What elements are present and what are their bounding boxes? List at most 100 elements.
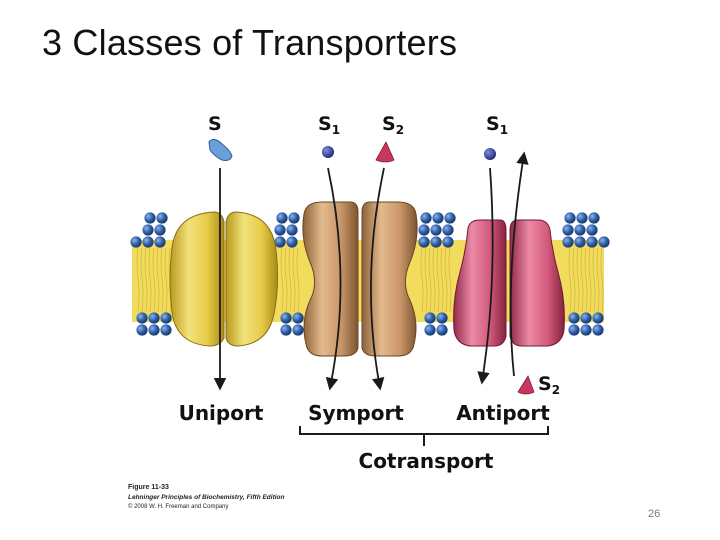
antiport-arrow-s2-out: [509, 151, 529, 377]
symport-protein: [302, 201, 418, 357]
lipid-head: [160, 312, 172, 324]
lipid-head: [274, 224, 286, 236]
lipid-head: [568, 312, 580, 324]
lipid-head: [292, 312, 304, 324]
lipid-head: [598, 236, 610, 248]
lipid-head: [288, 212, 300, 224]
lipid-head: [562, 224, 574, 236]
lipid-head: [580, 312, 592, 324]
lipid-tail: [448, 247, 452, 313]
lipid-tail: [156, 247, 160, 313]
lipid-tail: [160, 247, 164, 313]
lipid-head: [148, 324, 160, 336]
symport-arrow-s2: [370, 167, 385, 391]
lipid-head: [430, 236, 442, 248]
lipid-head: [276, 212, 288, 224]
uniport-substrate-label: S: [208, 113, 222, 135]
lipid-tail: [584, 247, 588, 313]
lipid-head: [580, 324, 592, 336]
lipid-head: [592, 324, 604, 336]
lipid-tail: [592, 247, 596, 313]
antiport-s2-icon: [517, 375, 535, 395]
lipid-head: [444, 212, 456, 224]
symport-s2-icon: [375, 141, 395, 163]
lipid-tail: [280, 247, 284, 313]
lipid-head: [280, 324, 292, 336]
lipid-tail: [140, 247, 144, 313]
lipid-head: [432, 212, 444, 224]
lipid-head: [286, 236, 298, 248]
antiport-label: Antiport: [456, 401, 550, 425]
book-caption: Lehninger Principles of Biochemistry, Fi…: [128, 494, 285, 501]
uniport-protein: [169, 211, 279, 347]
lipid-tail: [572, 247, 576, 313]
lipid-head: [292, 324, 304, 336]
lipid-head: [286, 224, 298, 236]
lipid-tail: [284, 247, 288, 313]
lipid-head: [154, 224, 166, 236]
lipid-tail: [144, 247, 148, 313]
lipid-heads: [130, 212, 610, 336]
cotransport-bracket: [299, 426, 549, 446]
lipid-tail: [296, 247, 300, 313]
lipid-tail: [292, 247, 296, 313]
lipid-head: [576, 212, 588, 224]
lipid-head: [586, 236, 598, 248]
lipid-tail: [440, 247, 444, 313]
lipid-tail: [436, 247, 440, 313]
lipid-head: [592, 312, 604, 324]
uniport-substrate-icon: [208, 138, 233, 161]
symport-s1-icon: [322, 146, 334, 158]
lipid-tail: [432, 247, 436, 313]
lipid-tail: [148, 247, 152, 313]
lipid-head: [574, 224, 586, 236]
lipid-tail: [164, 247, 168, 313]
lipid-head: [586, 224, 598, 236]
lipid-head: [564, 212, 576, 224]
lipid-tail: [420, 247, 424, 313]
lipid-tail: [444, 247, 448, 313]
lipid-head: [144, 212, 156, 224]
antiport-arrow-s1-in: [477, 167, 494, 385]
slide-title: 3 Classes of Transporters: [42, 22, 458, 63]
lipid-head: [588, 212, 600, 224]
lipid-head: [154, 236, 166, 248]
lipid-head: [424, 312, 436, 324]
lipid-head: [418, 236, 430, 248]
lipid-head: [142, 236, 154, 248]
symport-s2-label: S2: [382, 113, 404, 137]
page-number: 26: [648, 508, 661, 520]
lipid-head: [436, 324, 448, 336]
figure-caption: Figure 11-33: [128, 484, 169, 491]
uniport-label: Uniport: [179, 401, 264, 425]
lipid-tail: [288, 247, 292, 313]
lipid-head: [418, 224, 430, 236]
lipid-tail: [152, 247, 156, 313]
copyright-caption: © 2008 W. H. Freeman and Company: [128, 504, 229, 510]
lipid-head: [136, 312, 148, 324]
lipid-head: [442, 224, 454, 236]
lipid-head: [160, 324, 172, 336]
symport-arrow-s1: [325, 167, 342, 391]
lipid-head: [274, 236, 286, 248]
lipid-tail: [580, 247, 584, 313]
lipid-head: [130, 236, 142, 248]
lipid-tail: [428, 247, 432, 313]
lipid-tail: [568, 247, 572, 313]
lipid-tail: [600, 247, 604, 313]
antiport-s1-icon: [484, 148, 496, 160]
lipid-head: [280, 312, 292, 324]
lipid-head: [574, 236, 586, 248]
lipid-tail: [596, 247, 600, 313]
lipid-head: [136, 324, 148, 336]
lipid-head: [562, 236, 574, 248]
lipid-head: [442, 236, 454, 248]
lipid-tail: [588, 247, 592, 313]
transport-arrows: [213, 151, 529, 391]
symport-s1-label: S1: [318, 113, 340, 137]
lipid-tail: [424, 247, 428, 313]
lipid-head: [436, 312, 448, 324]
lipid-head: [148, 312, 160, 324]
lipid-tail: [136, 247, 140, 313]
